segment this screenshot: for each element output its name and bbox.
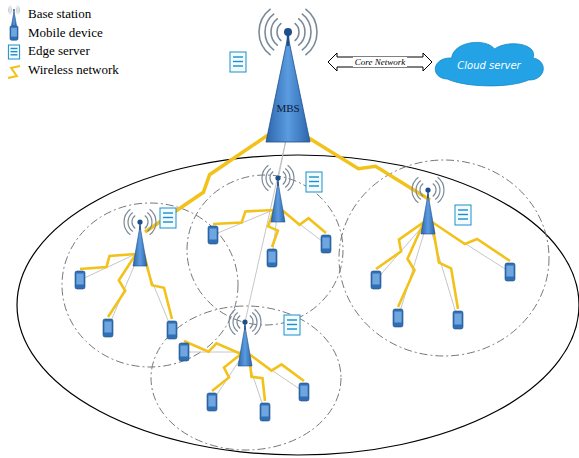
link-line [245,352,304,392]
wireless-link [212,354,241,391]
base-station-icon [8,6,19,26]
edge-server-icon [160,208,176,228]
edge-server-icon [230,52,246,72]
wireless-link [304,135,430,200]
wireless-link [108,254,136,317]
wireless-link [432,222,458,309]
link-line [398,220,428,318]
node-shape [250,6,326,144]
base-station-icon [412,177,444,234]
legend-text: Base station [28,6,91,22]
wireless-link [398,222,424,307]
cell-boundary [151,306,341,450]
legend-text: Edge server [28,43,90,59]
edge-server-icon [306,172,322,192]
node-label: MBS [276,102,299,114]
wireless-link [8,66,20,78]
mobile-device-icon [75,271,85,289]
mobile-device-icon [267,249,277,267]
mobile-device-icon [207,393,217,411]
base-station-icon [262,165,294,222]
wireless-link [282,210,326,233]
mobile-device-icon [453,311,463,329]
wireless-link [184,341,241,354]
cloud-server: Cloud server [434,38,544,88]
base-station-icon [124,209,156,266]
cell-boundary [339,160,549,356]
link-line [245,140,286,322]
link-line [213,208,278,235]
wireless-link [213,210,274,224]
coverage-ellipse [17,155,579,455]
wireless-link [376,222,424,269]
macro-base-station: MBS [250,6,326,144]
cell-boundary [187,175,343,325]
edge-server-icon [8,45,19,59]
wireless-link [432,222,510,261]
mobile-device-icon [103,319,113,337]
mobile-device-icon [393,309,403,327]
mobile-device-icon [321,235,331,253]
edge-server-icon [455,205,471,225]
link-line [80,252,140,280]
mobile-device-icon [371,271,381,289]
mobile-device-icon [299,383,309,401]
mobile-device-icon [10,26,18,40]
legend-text: Wireless network [28,62,119,78]
mobile-device-icon [208,226,218,244]
mobile-device-icon [505,263,515,281]
mobile-device-icon [167,321,177,339]
base-station-icon [229,309,261,366]
double-arrow [328,53,432,71]
wireless-link [249,354,304,381]
node-label: Cloud server [457,60,520,71]
wireless-link [145,135,268,232]
legend-text: Mobile device [28,25,103,41]
edge-label: Core Network [353,57,407,67]
wireless-link [144,254,172,319]
mobile-device-icon [179,343,189,361]
link-line [278,208,326,244]
mobile-device-icon [260,403,270,421]
edge-server-icon [284,315,300,335]
link-line [428,220,510,272]
